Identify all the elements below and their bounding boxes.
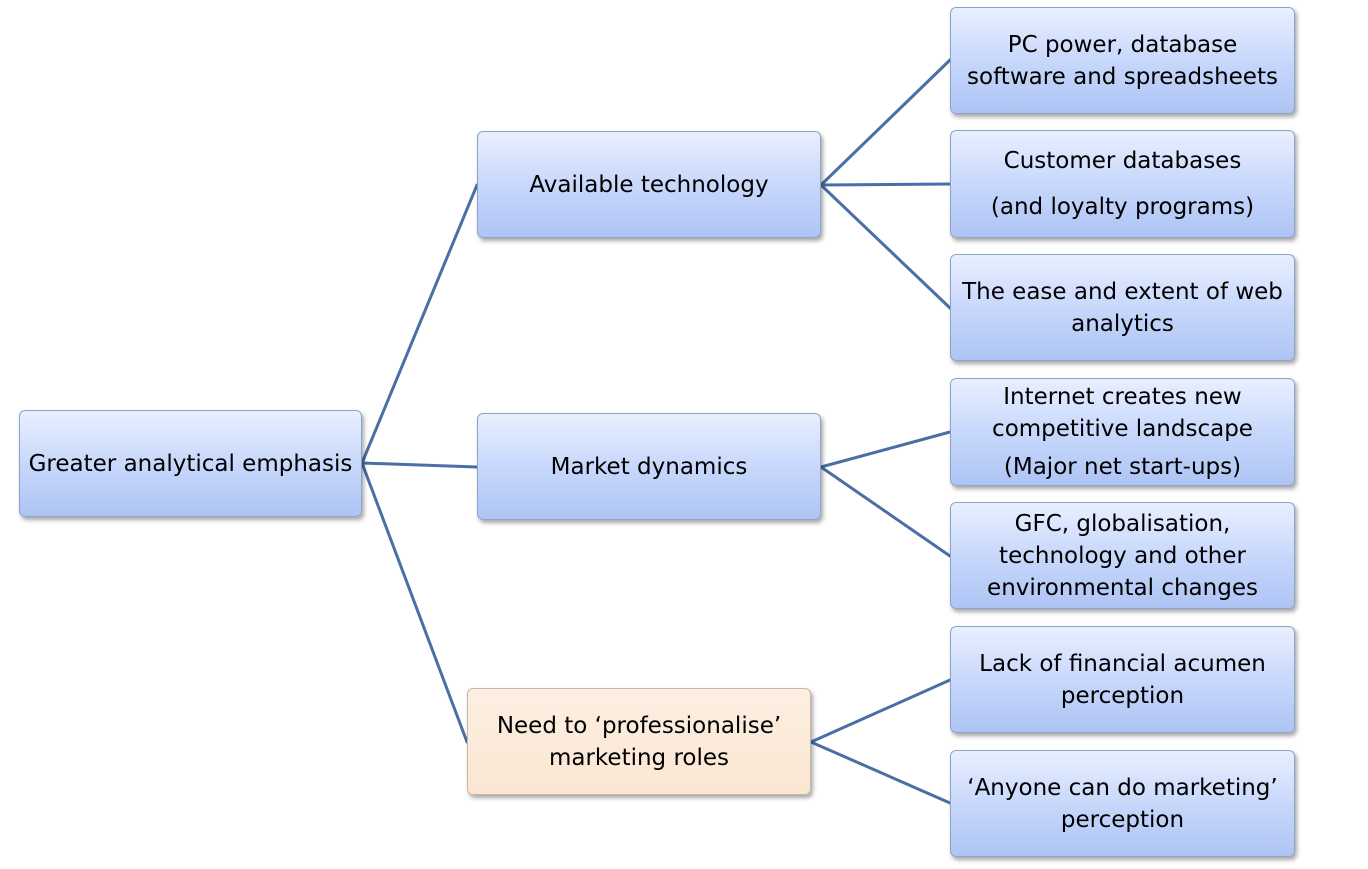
leaf-label-line: competitive landscape [992, 416, 1253, 442]
leaf-label-line: Customer databases [1003, 148, 1242, 174]
connector-professionalise-anyone [809, 740, 952, 805]
leaf-label-line: analytics [1071, 310, 1174, 337]
leaf-label-line: (and loyalty programs) [990, 194, 1255, 220]
connector-market-internet [819, 430, 952, 469]
connector-technology-customer [819, 182, 952, 187]
branch-market-dynamics: Market dynamics [477, 413, 821, 520]
connector-technology-pc [819, 58, 952, 187]
leaf-pc-power: PC power, database software and spreadsh… [950, 7, 1295, 114]
leaf-web-analytics: The ease and extent of web analytics [950, 254, 1295, 361]
branch-available-technology: Available technology [477, 131, 821, 238]
leaf-label-line: Internet creates new [1003, 384, 1242, 410]
leaf-internet-landscape: Internet creates new competitive landsca… [950, 378, 1295, 486]
leaf-gfc-globalisation: GFC, globalisation, technology and other… [950, 502, 1295, 609]
leaf-label-line: perception [1060, 682, 1185, 709]
leaf-label-line: PC power, database [1007, 31, 1238, 58]
branch-professionalise-marketing: Need to ‘professionalise’ marketing role… [467, 688, 811, 795]
leaf-customer-databases: Customer databases (and loyalty programs… [950, 130, 1295, 238]
leaf-label-line: The ease and extent of web [962, 278, 1283, 305]
leaf-label-line: Lack of financial acumen [979, 650, 1266, 677]
connector-root-professionalise [360, 461, 469, 744]
branch-label: Available technology [529, 171, 769, 198]
leaf-label-line: perception [1060, 806, 1185, 833]
leaf-label-line: ‘Anyone can do marketing’ [967, 774, 1278, 801]
root-node: Greater analytical emphasis [19, 410, 362, 517]
leaf-label-line: software and spreadsheets [967, 63, 1278, 90]
connector-market-gfc [819, 465, 952, 558]
branch-label: Market dynamics [550, 453, 748, 480]
leaf-label-line: technology and other [999, 542, 1246, 569]
connector-professionalise-financial [809, 678, 952, 744]
leaf-financial-acumen: Lack of financial acumen perception [950, 626, 1295, 733]
branch-label-line: marketing roles [548, 744, 730, 771]
connector-technology-web [819, 183, 952, 310]
leaf-label-line: (Major net start-ups) [1003, 454, 1242, 480]
leaf-label-line: GFC, globalisation, [1014, 510, 1231, 537]
branch-label-line: Need to ‘professionalise’ [496, 712, 782, 739]
connector-root-technology [360, 183, 479, 465]
leaf-anyone-marketing: ‘Anyone can do marketing’ perception [950, 750, 1295, 857]
connector-root-market [360, 461, 479, 469]
root-label: Greater analytical emphasis [28, 450, 353, 477]
leaf-label-line: environmental changes [987, 574, 1258, 601]
